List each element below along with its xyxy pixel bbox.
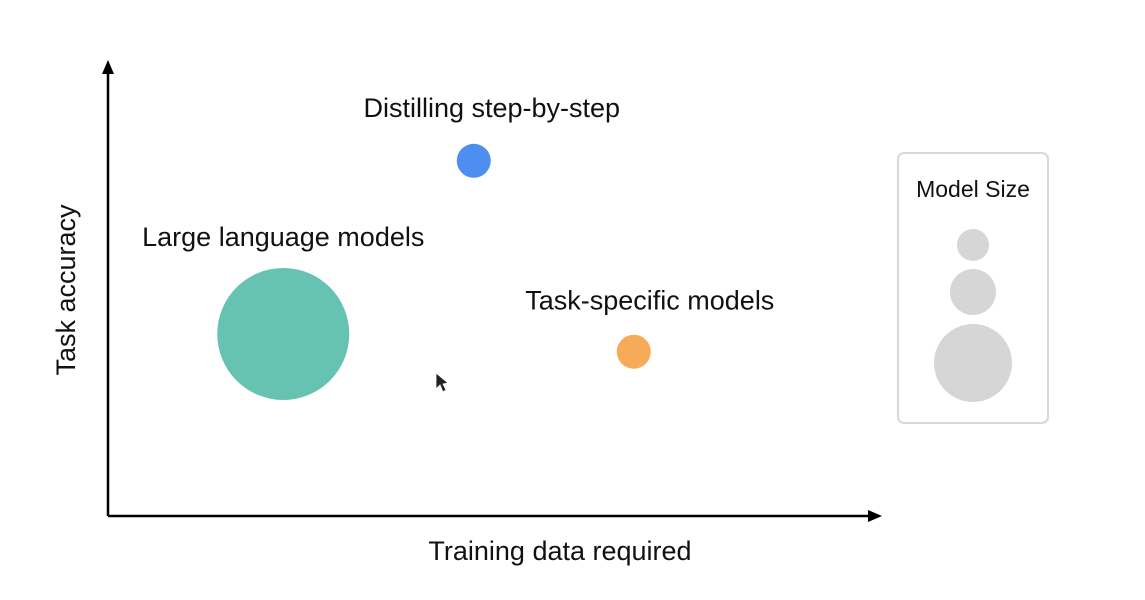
legend-bubble-medium — [950, 269, 996, 315]
legend-bubble-large — [934, 324, 1012, 402]
bubble-distilling-step-by-step — [456, 143, 491, 178]
bubble-task-specific-models — [616, 334, 651, 369]
mouse-cursor-icon — [435, 372, 449, 393]
legend-bubble-small — [957, 229, 989, 261]
axes — [102, 60, 882, 522]
label-distilling-step-by-step: Distilling step-by-step — [363, 93, 620, 123]
x-axis-label: Training data required — [428, 536, 691, 566]
label-task-specific-models: Task-specific models — [525, 286, 774, 316]
y-axis-arrowhead — [102, 60, 114, 74]
bubble-large-language-models — [217, 267, 350, 400]
x-axis-arrowhead — [868, 510, 882, 522]
legend-title: Model Size — [916, 176, 1030, 202]
legend-bubbles — [934, 229, 1012, 402]
label-large-language-models: Large language models — [142, 222, 424, 252]
legend: Model Size — [897, 152, 1049, 424]
y-axis-label: Task accuracy — [51, 204, 81, 376]
data-points: Large language models Distilling step-by-… — [142, 93, 774, 400]
